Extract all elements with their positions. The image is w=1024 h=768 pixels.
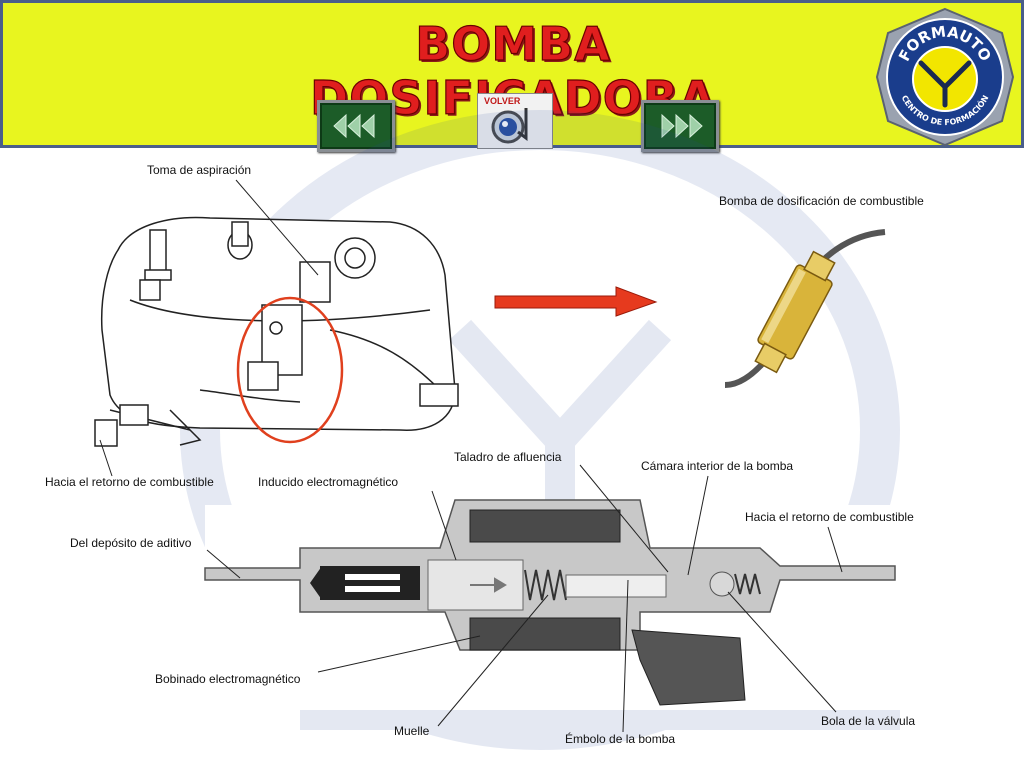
label-retorno-derecho: Hacia el retorno de combustible — [745, 510, 914, 524]
next-button[interactable] — [641, 100, 719, 152]
label-taladro: Taladro de afluencia — [454, 450, 562, 464]
label-embolo: Émbolo de la bomba — [565, 732, 676, 746]
leader-lines — [99, 179, 843, 733]
highlight-circle — [236, 296, 344, 444]
volver-label: VOLVER — [484, 96, 521, 106]
label-retorno-izquierdo: Hacia el retorno de combustible — [45, 475, 214, 489]
label-camara: Cámara interior de la bomba — [641, 459, 794, 473]
return-icon — [491, 108, 528, 144]
label-bobinado: Bobinado electromagnético — [155, 672, 301, 686]
label-bola: Bola de la válvula — [821, 714, 916, 728]
label-muelle: Muelle — [394, 724, 430, 738]
fuel-tank-illustration — [94, 216, 459, 447]
label-deposito: Del depósito de aditivo — [70, 536, 192, 550]
label-bomba-dosificacion: Bomba de dosificación de combustible — [719, 194, 924, 208]
volver-button[interactable]: VOLVER — [477, 93, 553, 149]
header-banner: BOMBA DOSIFICADORA VOLVER — [0, 0, 1024, 152]
rewind-icon — [333, 113, 375, 139]
dosing-pump-illustration — [724, 229, 886, 388]
prev-button[interactable] — [317, 100, 395, 152]
fast-forward-icon — [661, 113, 703, 139]
formauto-logo: FORMAUTO CENTRO DE FORMACIÓN — [875, 7, 1015, 147]
pump-cross-section — [204, 499, 905, 710]
red-arrow — [494, 286, 658, 317]
label-toma-aspiracion: Toma de aspiración — [147, 163, 252, 177]
label-inducido: Inducido electromagnético — [258, 475, 399, 489]
